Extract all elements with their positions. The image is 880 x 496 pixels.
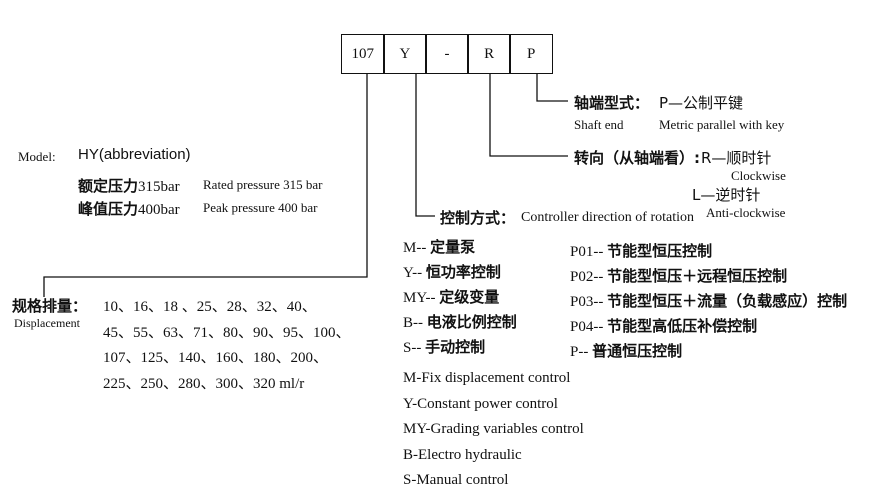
rated-pressure-value: 315bar (138, 179, 180, 195)
leader-line-displacement (43, 73, 368, 297)
control-item-code: Y-- (403, 265, 426, 281)
control-item-code: P01-- (570, 244, 608, 260)
control-right-list: P01-- 节能型恒压控制 P02-- 节能型恒压＋远程恒压控制 P03-- 节… (570, 240, 847, 365)
rotation-l-en: Anti-clockwise (706, 205, 786, 220)
rated-pressure-cn: 额定压力 (78, 177, 139, 195)
control-item-s: S-- 手动控制 (403, 336, 517, 361)
rotation-r-cn: R—顺时针 (701, 149, 772, 167)
control-item-cn: 恒功率控制 (425, 263, 501, 281)
rotation-r-en: Clockwise (731, 168, 786, 183)
rated-pressure-en: Rated pressure 315 bar (203, 177, 323, 192)
peak-pressure-line: 峰值压力400bar (78, 198, 180, 219)
control-item-code: S-- (403, 340, 426, 356)
displacement-line: 107、125、140、160、180、200、 (103, 350, 329, 366)
peak-pressure-cn: 峰值压力 (78, 200, 139, 218)
control-item-code: MY-- (403, 290, 440, 306)
control-label-cn: 控制方式： (440, 209, 516, 227)
control-item-m: M-- 定量泵 (403, 236, 517, 261)
control-item-code: P02-- (570, 269, 608, 285)
control-item-code: B-- (403, 315, 427, 331)
control-item-code: M-- (403, 240, 431, 256)
displacement-line: 225、250、280、300、320 ml/r (103, 375, 305, 392)
control-en-item: Y-Constant power control (403, 395, 558, 412)
displacement-line: 10、16、18 、25、28、32、40、 (103, 299, 317, 315)
control-en-list: M-Fix displacement control Y-Constant po… (403, 366, 584, 494)
model-value: HY(abbreviation) (78, 146, 191, 163)
control-item-cn: 手动控制 (425, 338, 486, 356)
shaft-value-cn: P—公制平键 (659, 94, 744, 112)
shaft-label-en: Shaft end (574, 117, 624, 132)
code-box-shaft: P (509, 34, 553, 74)
shaft-value-en: Metric parallel with key (659, 117, 785, 132)
rated-pressure-line: 额定压力315bar (78, 175, 180, 196)
control-item-cn: 普通恒压控制 (592, 342, 683, 360)
control-item-cn: 定级变量 (439, 288, 500, 306)
code-box-control: Y (383, 34, 427, 74)
peak-pressure-value: 400bar (138, 202, 180, 218)
control-en-item: M-Fix displacement control (403, 370, 571, 386)
control-item-code: P03-- (570, 294, 608, 310)
shaft-label-cn: 轴端型式： (574, 94, 650, 112)
control-item-p04: P04-- 节能型高低压补偿控制 (570, 315, 847, 340)
control-item-cn: 定量泵 (430, 238, 476, 256)
code-box-displacement: 107 (341, 34, 385, 74)
rotation-l-cn: L—逆时针 (692, 186, 761, 204)
control-item-cn: 电液比例控制 (426, 313, 517, 331)
displacement-values: 10、16、18 、25、28、32、40、 45、55、63、71、80、90… (103, 295, 351, 397)
control-item-cn: 节能型高低压补偿控制 (607, 317, 758, 335)
control-item-cn: 节能型恒压＋流量（负载感应）控制 (607, 292, 848, 310)
control-item-cn: 节能型恒压＋远程恒压控制 (607, 267, 788, 285)
control-item-code: P-- (570, 344, 593, 360)
control-item-b: B-- 电液比例控制 (403, 311, 517, 336)
control-left-list: M-- 定量泵 Y-- 恒功率控制 MY-- 定级变量 B-- 电液比例控制 S… (403, 236, 517, 361)
control-label-en: Controller direction of rotation (521, 210, 695, 225)
leader-line-shaft (536, 73, 568, 102)
code-box-rotation: R (467, 34, 511, 74)
leader-line-rotation (489, 73, 568, 157)
peak-pressure-en: Peak pressure 400 bar (203, 200, 318, 215)
model-label: Model: (18, 149, 56, 164)
control-item-p02: P02-- 节能型恒压＋远程恒压控制 (570, 265, 847, 290)
control-item-y: Y-- 恒功率控制 (403, 261, 517, 286)
control-item-p01: P01-- 节能型恒压控制 (570, 240, 847, 265)
displacement-label-en: Displacement (14, 316, 80, 330)
model-code-boxes: 107 Y - R P (341, 34, 553, 74)
control-en-item: B-Electro hydraulic (403, 446, 522, 463)
control-en-item: MY-Grading variables control (403, 421, 584, 437)
displacement-label-cn: 规格排量： (12, 297, 88, 315)
displacement-line: 45、55、63、71、80、90、95、100、 (103, 324, 351, 341)
control-item-my: MY-- 定级变量 (403, 286, 517, 311)
control-item-p03: P03-- 节能型恒压＋流量（负载感应）控制 (570, 290, 847, 315)
control-en-item: S-Manual control (403, 472, 509, 488)
control-item-cn: 节能型恒压控制 (607, 242, 713, 260)
rotation-label-cn: 转向（从轴端看）: (574, 149, 700, 167)
leader-line-control (415, 73, 435, 217)
control-item-code: P04-- (570, 319, 608, 335)
code-box-separator: - (425, 34, 469, 74)
control-item-p: P-- 普通恒压控制 (570, 340, 847, 365)
